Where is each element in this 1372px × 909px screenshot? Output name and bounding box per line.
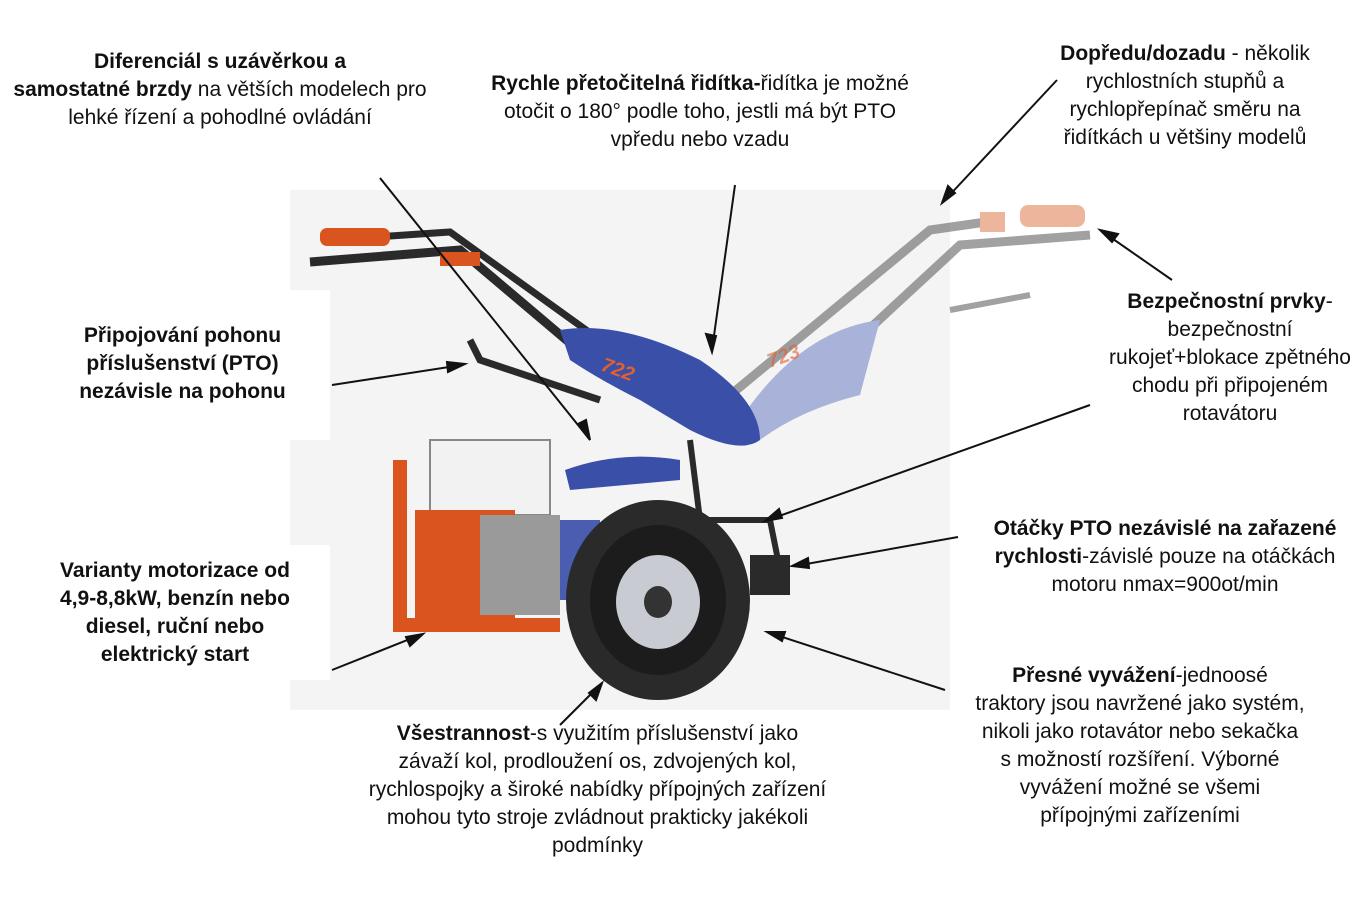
annotation-pto-speed-body: -závislé pouze na otáčkách motoru nmax=9… [1051, 545, 1336, 596]
annotation-pto-line2: příslušenství (PTO) [86, 352, 279, 375]
annotation-pto-speed: Otáčky PTO nezávislé na zařazené rychlos… [965, 515, 1365, 599]
annotation-engine-variants: Varianty motorizace od 4,9-8,8kW, benzín… [25, 557, 325, 669]
annotation-safety-body: -bezpečnostní rukojeť+blokace zpětného c… [1109, 290, 1351, 425]
wheel [566, 500, 750, 700]
annotation-handlebars: Rychle přetočitelná řidítka-řidítka je m… [480, 70, 920, 154]
annotation-safety: Bezpečnostní prvky-bezpečnostní rukojeť+… [1100, 288, 1360, 428]
annotation-versatility: Všestrannost-s využitím příslušenství ja… [365, 720, 830, 860]
annotation-versatility-body: -s využitím příslušenství jako závaží ko… [368, 722, 827, 857]
annotation-engine-variants-line2: 4,9-8,8kW, benzín nebo [60, 587, 290, 610]
frame [687, 439, 783, 571]
annotation-engine-variants-line1: Varianty motorizace od [60, 559, 290, 582]
annotation-forward-reverse-title: Dopředu/dozadu [1060, 42, 1226, 65]
annotation-versatility-title: Všestrannost [396, 722, 530, 745]
annotation-handlebars-body: řidítka je možné otočit o 180° podle toh… [503, 72, 909, 151]
annotation-differential-title: Diferenciál s uzávěrkou a [93, 50, 347, 73]
annotation-pto-line1: Připojování pohonu [83, 324, 282, 347]
engine [393, 439, 680, 632]
annotation-differential: Diferenciál s uzávěrkou a samostatné brz… [0, 48, 440, 132]
annotation-engine-variants-line4: elektrický start [100, 643, 250, 666]
callout-arrows [331, 79, 1173, 726]
annotation-balance: Přesné vyvážení-jednoosé traktory jsou n… [975, 662, 1305, 830]
annotation-handlebars-title: Rychle přetočitelná řidítka- [491, 72, 761, 95]
pto-housing [750, 555, 790, 595]
annotation-engine-variants-line3: diesel, ruční nebo [85, 615, 265, 638]
annotation-pto: Připojování pohonu příslušenství (PTO) n… [40, 322, 325, 406]
annotation-pto-speed-title: Otáčky PTO nezávislé na zařazené rychlos… [993, 517, 1337, 568]
handlebar-right [697, 205, 1091, 440]
annotation-forward-reverse-body: - několik rychlostních stupňů a rychlopř… [1063, 42, 1310, 149]
annotation-balance-title: Přesné vyvážení [1012, 664, 1176, 687]
annotation-pto-line3: nezávisle na pohonu [79, 380, 286, 403]
annotation-differential-title2: samostatné brzdy [13, 78, 192, 101]
annotation-balance-body: -jednoosé traktory jsou navržené jako sy… [975, 664, 1305, 827]
annotation-differential-body: na větších modelech pro lehké řízení a p… [68, 78, 427, 129]
annotation-forward-reverse: Dopředu/dozadu - několik rychlostních st… [1040, 40, 1330, 152]
annotation-safety-title: Bezpečnostní prvky [1127, 290, 1326, 313]
machine-body [560, 328, 760, 446]
handlebar-left [309, 228, 603, 404]
